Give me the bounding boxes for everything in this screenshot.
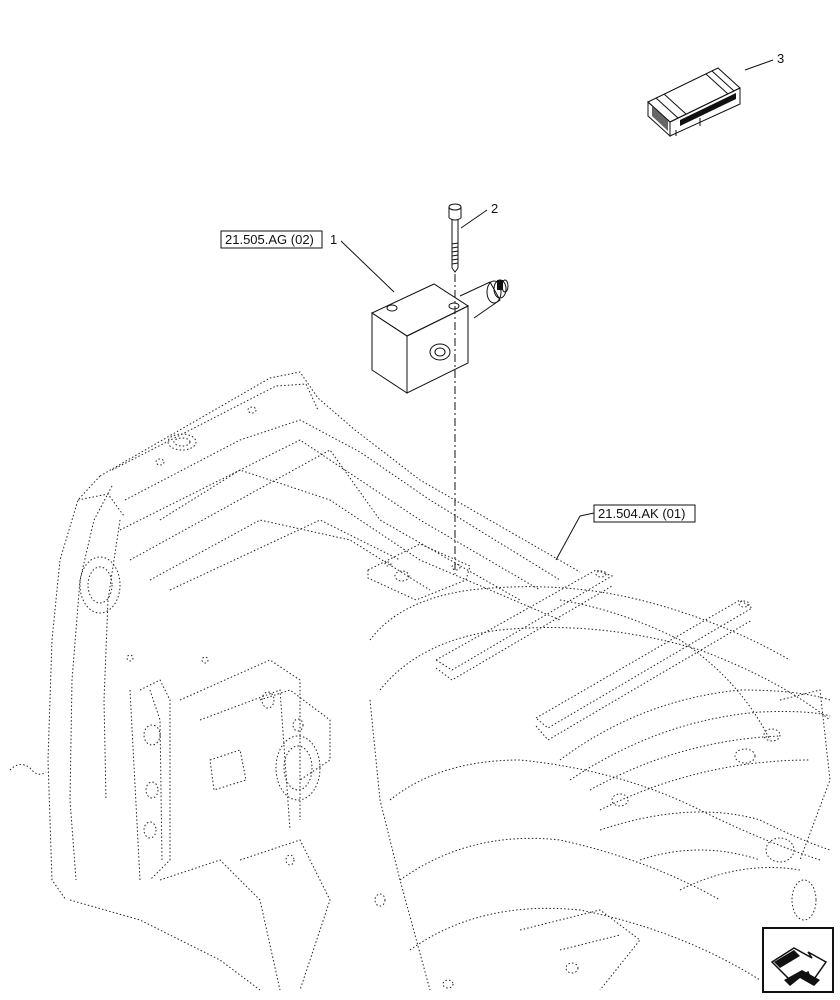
leader-housing-b: [555, 515, 581, 561]
kit-crate-icon: [647, 67, 741, 138]
solenoid-valve-block: [370, 279, 509, 394]
bolt: [448, 203, 462, 273]
leader-3: [744, 59, 774, 71]
valve-reference-box[interactable]: [220, 230, 323, 249]
arrow-navigation-icon[interactable]: [762, 927, 834, 993]
callout-2: 2: [491, 201, 498, 216]
valve-reference-link[interactable]: 21.505.AG (02): [225, 232, 314, 247]
callout-1: 1: [330, 232, 337, 247]
leader-1: [340, 240, 395, 293]
leader-housing-a: [579, 512, 595, 517]
housing-reference-link[interactable]: 21.504.AK (01): [598, 506, 685, 521]
callout-3: 3: [777, 51, 784, 66]
transmission-housing: [9, 371, 831, 991]
leader-2: [460, 209, 488, 229]
